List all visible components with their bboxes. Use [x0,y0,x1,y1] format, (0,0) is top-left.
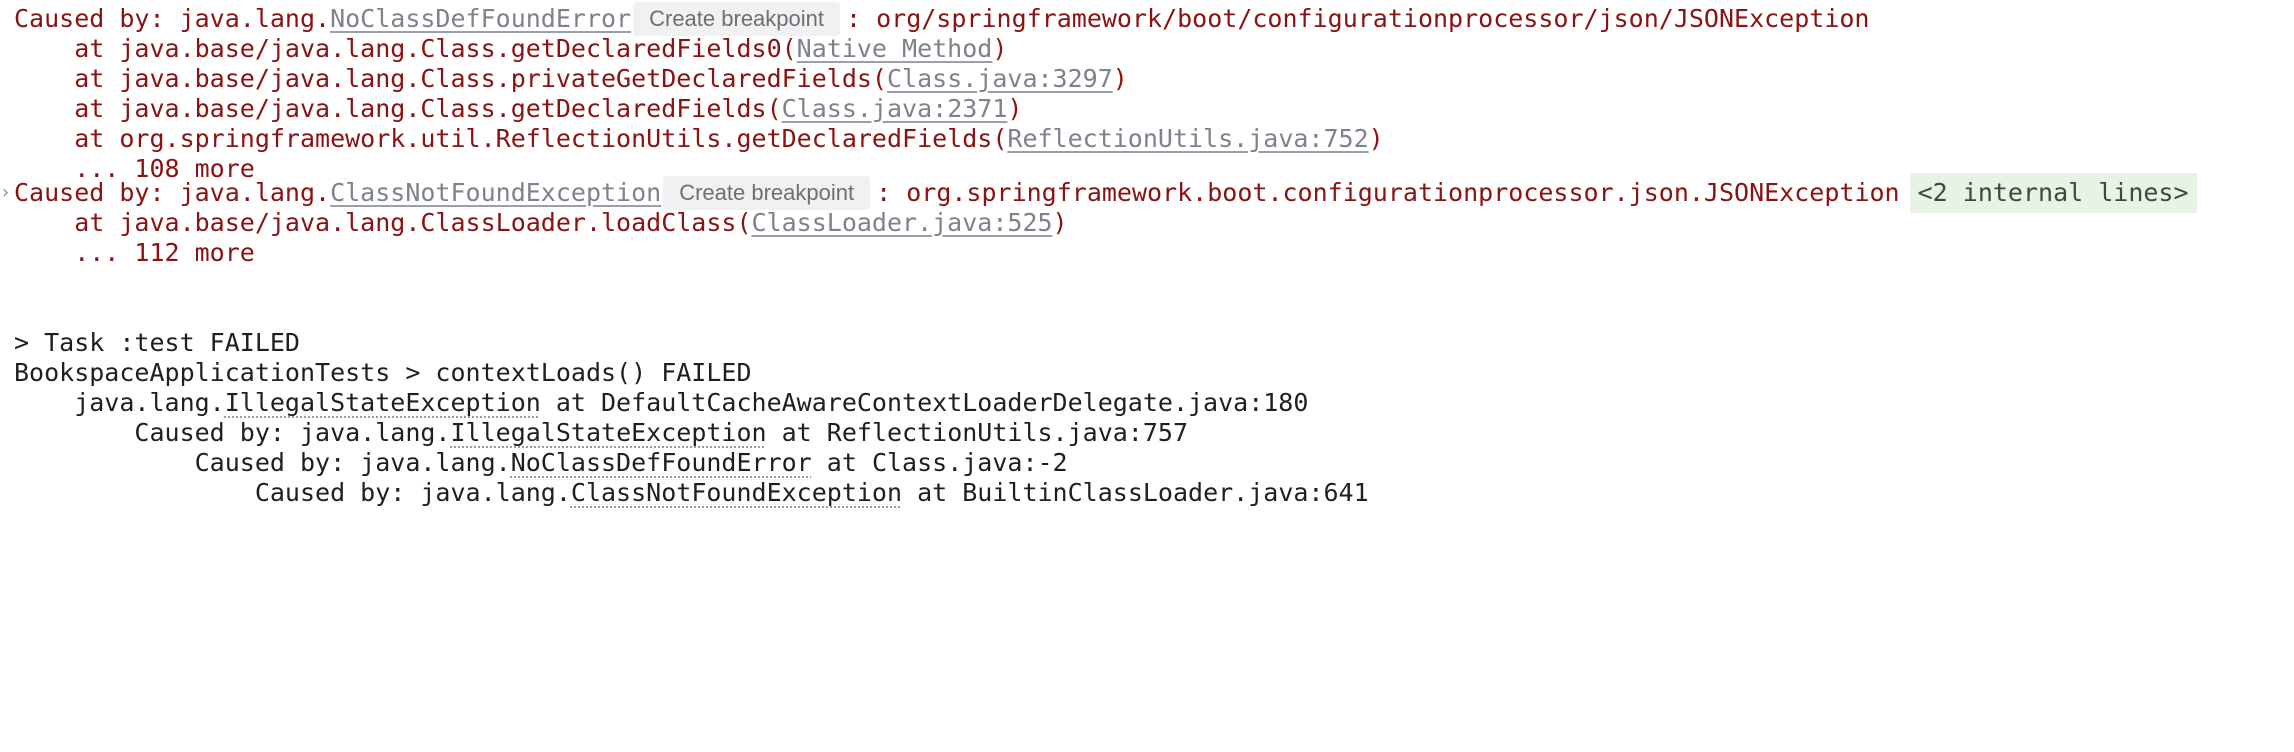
exception-link[interactable]: NoClassDefFoundError [330,4,632,33]
chain-indent: Caused by: java.lang. [14,478,571,507]
test-failed-text: BookspaceApplicationTests > contextLoads… [14,358,752,387]
frame-text: at java.base/java.lang.Class.getDeclared… [14,94,782,123]
source-link[interactable]: ClassLoader.java:525 [751,208,1053,237]
chain-indent: Caused by: java.lang. [14,448,511,477]
stack-frame: at java.base/java.lang.ClassLoader.loadC… [14,201,1068,245]
source-link[interactable]: ReflectionUtils.java:752 [1007,124,1369,153]
exception-chain-item: java.lang.IllegalStateException at Defau… [14,381,1308,425]
caused-by-prefix: Caused by: java.lang. [14,4,331,33]
frame-suffix: ) [1112,64,1128,93]
create-breakpoint-button[interactable]: Create breakpoint [663,176,871,210]
stack-frame: at java.base/java.lang.Class.privateGetD… [14,57,1128,101]
internal-lines-toggle[interactable]: <2 internal lines> [1909,173,2197,213]
chain-indent: Caused by: java.lang. [14,418,451,447]
more-frames-text: ... 108 more [14,154,255,183]
stack-frame: at java.base/java.lang.Class.getDeclared… [14,27,1007,71]
caused-by-prefix: Caused by: java.lang. [14,178,331,207]
source-link[interactable]: Native Method [796,34,993,63]
stack-frame: at java.base/java.lang.Class.getDeclared… [14,87,1022,131]
fold-arrow-icon[interactable]: › [2,182,10,203]
caused-by-line: Caused by: java.lang.ClassNotFoundExcept… [14,171,2197,215]
exception-chain-item: Caused by: java.lang.NoClassDefFoundErro… [14,441,1068,485]
chain-location: at ReflectionUtils.java:757 [766,418,1189,447]
stack-frame: at org.springframework.util.ReflectionUt… [14,117,1384,161]
source-link[interactable]: Class.java:2371 [781,94,1008,123]
source-link[interactable]: Class.java:3297 [886,64,1113,93]
chain-exception: IllegalStateException [224,388,541,417]
more-frames-text: ... 112 more [14,238,255,267]
exception-link[interactable]: ClassNotFoundException [330,178,662,207]
frame-suffix: ) [1052,208,1068,237]
frame-text: at java.base/java.lang.ClassLoader.loadC… [14,208,752,237]
task-failed-text: > Task :test FAILED [14,328,300,357]
frame-text: at org.springframework.util.ReflectionUt… [14,124,1008,153]
exception-message: : org.springframework.boot.configuration… [876,178,1900,207]
chain-exception: NoClassDefFoundError [510,448,812,477]
frame-suffix: ) [992,34,1008,63]
chain-exception: IllegalStateException [450,418,767,447]
exception-chain-item: Caused by: java.lang.IllegalStateExcepti… [14,411,1188,455]
chain-location: at Class.java:-2 [811,448,1068,477]
caused-by-line: Caused by: java.lang.NoClassDefFoundErro… [14,0,1870,41]
chain-exception: ClassNotFoundException [570,478,903,507]
frame-text: at java.base/java.lang.Class.getDeclared… [14,34,797,63]
chain-location: at BuiltinClassLoader.java:641 [902,478,1369,507]
create-breakpoint-button[interactable]: Create breakpoint [633,2,840,36]
exception-chain-item: Caused by: java.lang.ClassNotFoundExcept… [14,471,1369,515]
frame-text: at java.base/java.lang.Class.privateGetD… [14,64,887,93]
chain-location: at DefaultCacheAwareContextLoaderDelegat… [540,388,1309,417]
frame-suffix: ) [1007,94,1023,123]
frame-suffix: ) [1368,124,1384,153]
chain-indent: java.lang. [14,388,225,417]
exception-message: : org/springframework/boot/configuration… [846,4,1870,33]
